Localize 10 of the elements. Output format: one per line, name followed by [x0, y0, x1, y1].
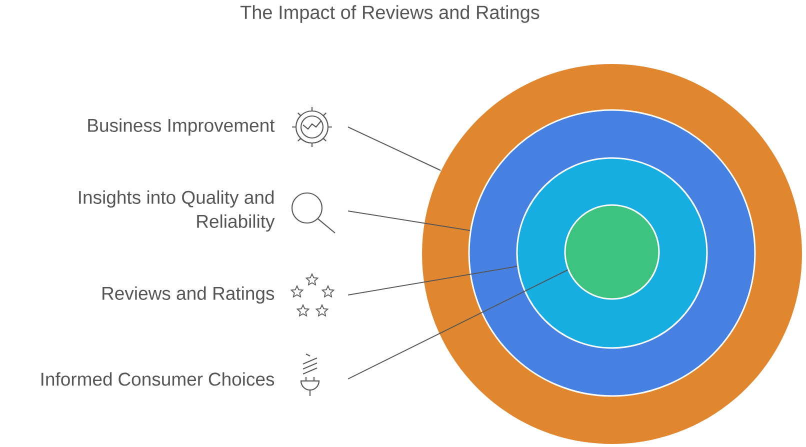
label: Insights into Quality and Reliability	[79, 190, 275, 232]
leader-line	[348, 266, 518, 296]
label: Reviews and Ratings	[102, 286, 274, 304]
title: The Impact of Reviews and Ratings	[240, 5, 540, 23]
leader-line	[348, 126, 442, 171]
label: Business Improvement	[88, 118, 275, 136]
leader-line	[348, 210, 471, 231]
ring	[564, 204, 660, 300]
label: Informed Consumer Choices	[42, 372, 274, 386]
leader-line	[348, 269, 568, 380]
